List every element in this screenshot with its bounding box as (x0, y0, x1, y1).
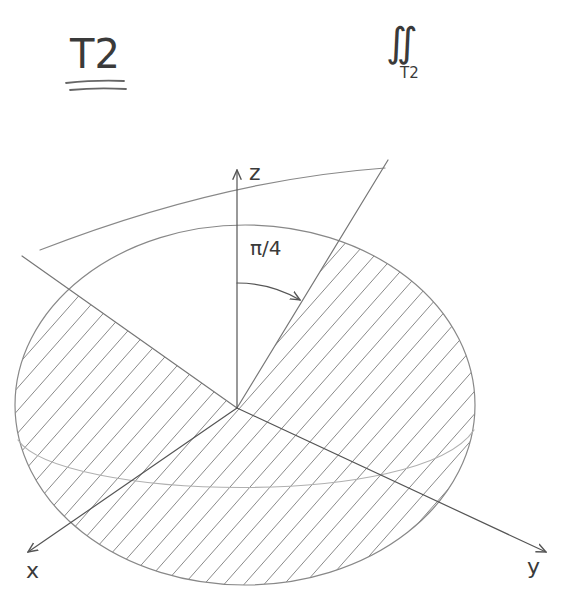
underline (70, 88, 126, 90)
hatch-line (360, 0, 568, 589)
hatch-line (160, 0, 568, 589)
hatch-line (0, 0, 480, 589)
z-axis (236, 170, 237, 408)
hatch-line (520, 0, 568, 589)
y-axis (237, 408, 546, 552)
hatch-line (0, 0, 340, 589)
cone-line (237, 160, 388, 408)
hatch-line (0, 0, 200, 589)
hatch-line (40, 0, 560, 589)
hatch-line (80, 0, 568, 589)
hatch-line (0, 0, 60, 589)
hatch-line (0, 0, 80, 589)
hatch-line (60, 0, 568, 589)
hatch-line (0, 0, 320, 589)
x-axis (28, 408, 237, 552)
hatch-line (0, 0, 40, 589)
hatch-line (400, 0, 568, 589)
hatch-line (0, 0, 300, 589)
axis-label: y (527, 556, 540, 578)
hatch-line (500, 0, 568, 589)
underline (66, 81, 124, 83)
angle-arc (237, 283, 300, 300)
hatch-line (200, 0, 568, 589)
hatch-line (0, 0, 460, 589)
hatch-line (440, 0, 568, 589)
hatch-line (320, 0, 568, 589)
hatch-line (0, 0, 220, 589)
hatch-line (0, 0, 140, 589)
cone-rim (40, 168, 385, 250)
equator-curve (18, 430, 474, 488)
axis-label: x (26, 560, 39, 582)
region-title: T2 (70, 34, 120, 74)
integral-sign: ∬ (386, 22, 418, 62)
hatch-line (560, 0, 568, 589)
hatch-line (0, 0, 240, 589)
hatch-line (540, 0, 568, 589)
hatch-line (0, 0, 160, 589)
hatch-line (300, 0, 568, 589)
sphere-outline (15, 225, 475, 585)
hatch-line (180, 0, 568, 589)
hatch-line (420, 0, 568, 589)
angle-label: π/4 (250, 238, 282, 258)
hatch-line (0, 0, 500, 589)
hatch-line (380, 0, 568, 589)
hatch-line (20, 0, 540, 589)
hatch-line (460, 0, 568, 589)
hatch-line (0, 0, 260, 589)
hatch-line (0, 0, 20, 589)
hatch-line (0, 0, 440, 589)
cone-line (22, 256, 237, 408)
axis-label: z (249, 162, 261, 184)
hatch-line (0, 0, 380, 589)
hatch-line (340, 0, 568, 589)
hatch-line (140, 0, 568, 589)
hatch-line (0, 0, 180, 589)
hatch-line (480, 0, 568, 589)
hatch-line (280, 0, 568, 589)
hatch-line (120, 0, 568, 589)
integral-domain: T2 (400, 66, 419, 81)
hatch-line (220, 0, 568, 589)
hatch-line (100, 0, 568, 589)
hatch-line (0, 0, 520, 589)
